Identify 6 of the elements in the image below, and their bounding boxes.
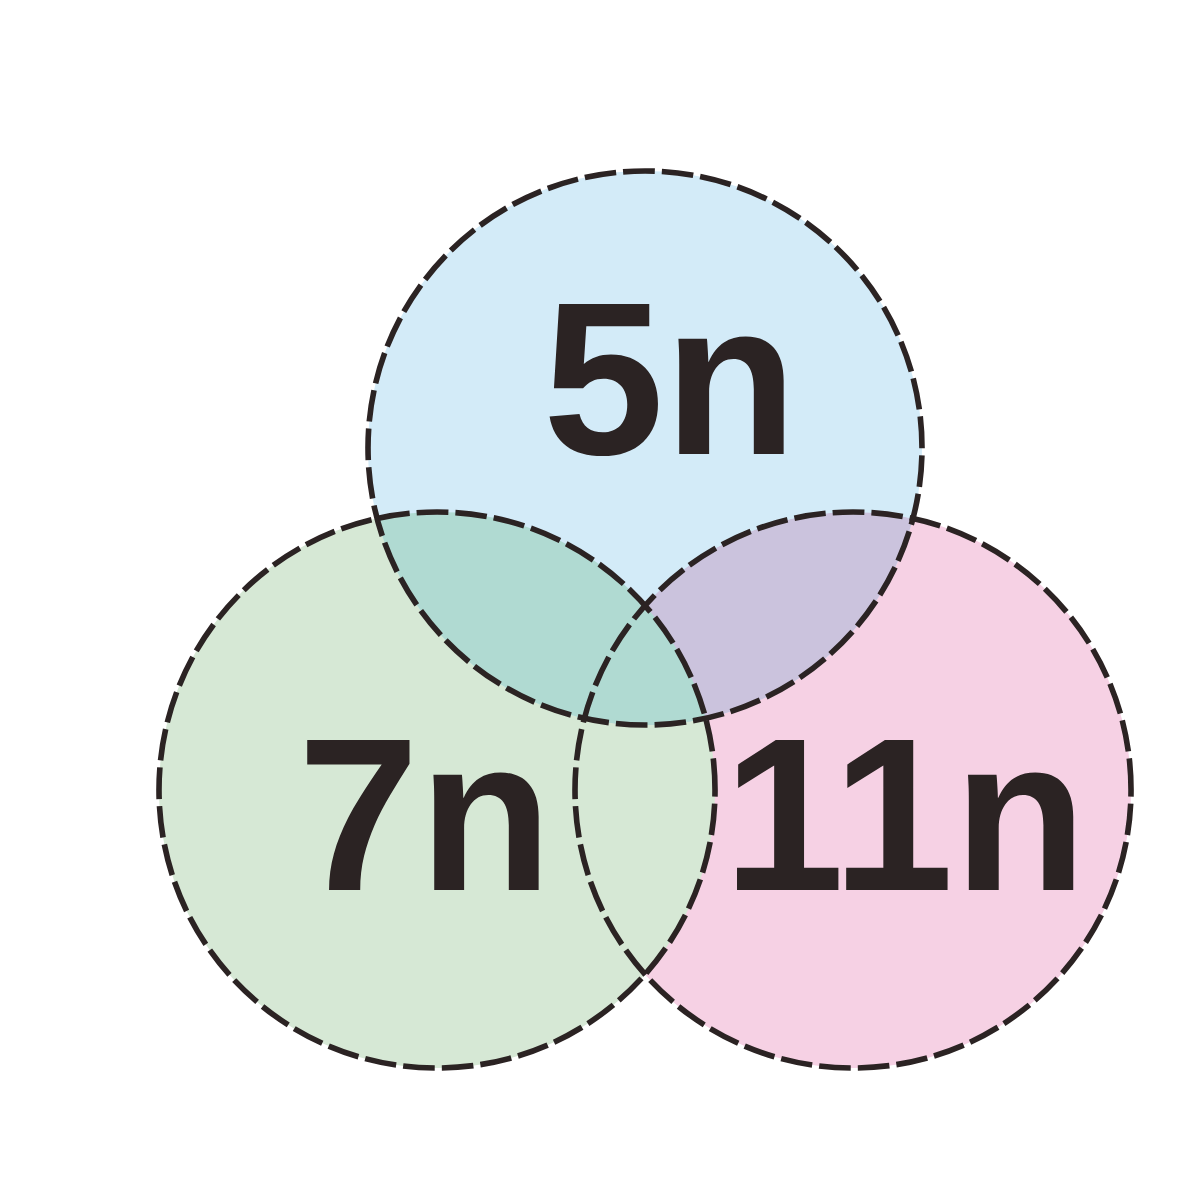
circle-label: 5n bbox=[549, 303, 784, 457]
venn-circle bbox=[365, 168, 925, 728]
circle-label: 7n bbox=[307, 740, 539, 890]
venn-circle bbox=[572, 509, 1134, 1071]
circle-label: 11n bbox=[737, 740, 1074, 890]
venn-circle bbox=[156, 509, 718, 1071]
